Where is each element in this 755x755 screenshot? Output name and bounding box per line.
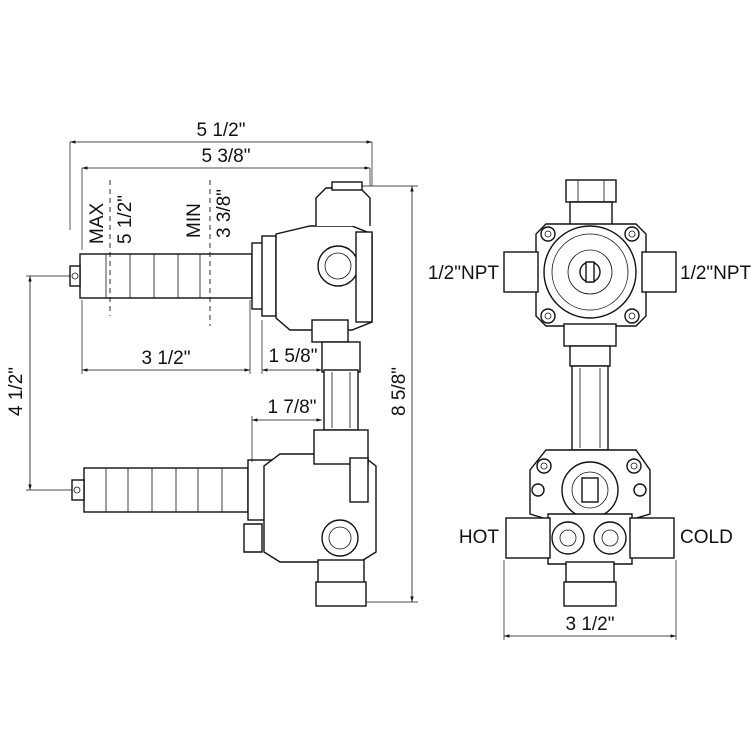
dim-overall-width: 5 1/2" <box>69 120 373 230</box>
dim-overall-height: 8 5/8" <box>362 185 418 603</box>
upper-stem <box>69 235 277 317</box>
front-pipe <box>563 323 617 451</box>
upper-valve-body <box>275 181 373 343</box>
side-view: 5 1/2" 5 3/8" MAX 5 1/2" MIN 3 3/8" 3 1/… <box>6 120 418 607</box>
vertical-spacing-label: 4 1/2" <box>6 367 27 416</box>
max-min-labels: MAX 5 1/2" MIN 3 3/8" <box>87 180 235 326</box>
dim-inner-width: 5 3/8" <box>81 146 371 250</box>
overall-height-label: 8 5/8" <box>389 367 410 416</box>
front-width-label: 3 1/2" <box>565 614 614 635</box>
dim-upper-offset: 1 5/8" <box>261 320 322 374</box>
lower-offset-label: 1 7/8" <box>267 397 316 418</box>
front-view: 1/2"NPT 1/2"NPT HOT COLD 3 1/2" <box>428 179 752 640</box>
lower-front-body <box>505 449 675 607</box>
min-value-label: 3 3/8" <box>214 189 235 238</box>
dim-stem-length: 3 1/2" <box>81 300 251 374</box>
dim-vertical-spacing: 4 1/2" <box>6 275 72 491</box>
inner-width-label: 5 3/8" <box>201 146 250 167</box>
lower-stem <box>71 467 249 513</box>
npt-left-label: 1/2"NPT <box>428 263 500 284</box>
cold-label: COLD <box>680 527 733 548</box>
max-value-label: 5 1/2" <box>115 195 136 244</box>
overall-width-label: 5 1/2" <box>196 120 245 141</box>
dim-front-width: 3 1/2" <box>503 560 677 640</box>
lower-valve-body <box>243 429 377 607</box>
stem-length-label: 3 1/2" <box>141 348 190 369</box>
top-cap <box>565 179 617 231</box>
upper-offset-label: 1 5/8" <box>268 346 317 367</box>
npt-right-label: 1/2"NPT <box>680 263 752 284</box>
max-label: MAX <box>87 203 108 245</box>
upper-front-body <box>503 223 677 327</box>
hot-label: HOT <box>459 527 500 548</box>
connecting-pipe <box>321 341 361 431</box>
min-label: MIN <box>184 203 205 238</box>
dim-lower-offset: 1 7/8" <box>251 397 322 462</box>
